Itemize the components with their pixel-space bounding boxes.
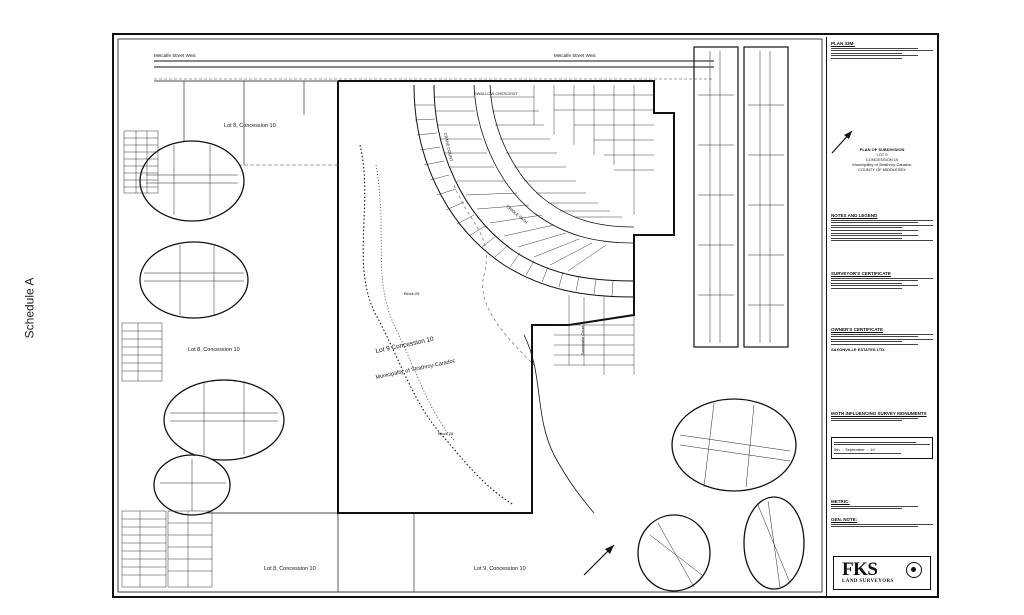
plan-title-section: PLAN OF SUBDIVISION LOT 9 CONCESSION 10 … (831, 147, 933, 172)
inset-strip-1 (693, 46, 739, 348)
label-lot9-main: Lot 9 Concession 10 (375, 336, 435, 355)
notes-heading: NOTES AND LEGEND (831, 213, 878, 218)
surveyors-cert-heading: SURVEYOR'S CERTIFICATE (831, 271, 891, 276)
label-municipality: Municipality of Strathroy-Caradoc (375, 358, 456, 381)
inset-strip-2 (743, 46, 789, 348)
label-metcalfe-left: Metcalfe Street West (154, 53, 196, 58)
detail-oval-1 (139, 140, 245, 222)
monuments-heading: MOTH INFLUENCING SURVEY MONUMENTS (831, 411, 927, 416)
label-swallow-crescent: SWALLOW CRESCENT (474, 91, 518, 96)
detail-oval-3 (163, 379, 285, 461)
bearing-table-lower (121, 510, 213, 588)
metric-heading: METRIC: (831, 499, 850, 504)
street-arc-outer (413, 84, 635, 298)
strip-details (698, 51, 784, 343)
inner-border (117, 38, 823, 593)
monuments-section: MOTH INFLUENCING SURVEY MONUMENTS (831, 411, 933, 423)
label-metcalfe-right: Metcalfe Street West (554, 53, 596, 58)
bearing-table-left (121, 322, 163, 382)
metric-section: METRIC: (831, 499, 933, 511)
plan-number: PLAN 33M- (831, 41, 855, 46)
tree-line-inner (375, 164, 455, 441)
street-arc-second (473, 84, 635, 244)
label-lot9-lower: Lot 9, Concession 10 (474, 566, 526, 572)
street-arc-inner (433, 84, 635, 282)
approval-date: 9th ... September ... 10 (834, 446, 875, 452)
detail-oval-2 (139, 241, 249, 319)
owners-cert-heading: OWNER'S CERTIFICATE (831, 327, 883, 332)
detail-oval-6 (637, 514, 711, 592)
plan-number-section: PLAN 33M- (831, 41, 933, 61)
tree-line (359, 144, 515, 506)
general-note-heading: GEN. NOTE: (831, 517, 858, 522)
detail-oval-5 (671, 398, 797, 492)
surveyors-cert-section: SURVEYOR'S CERTIFICATE (831, 271, 933, 291)
oval-details-right (649, 402, 791, 588)
street-arc-second-inner (489, 84, 635, 228)
seal-icon (906, 562, 922, 578)
label-crane-court: CRANE COURT (443, 132, 454, 162)
plan-municipality: Municipality of Strathroy-Caradoc (852, 162, 912, 167)
curve-table-upper (123, 130, 159, 194)
north-arrow-bottom (583, 544, 615, 576)
owner-name: SAXONVILLE ESTATES LTD. (831, 346, 886, 352)
plan-lot: LOT 9 (876, 152, 888, 157)
label-oriole-path: ORIOLE PATH (505, 204, 528, 225)
general-note-section: GEN. NOTE: (831, 517, 933, 529)
plan-county: COUNTY OF MIDDLESEX (858, 167, 906, 172)
lot-fabric-lower (554, 295, 635, 375)
oval-details (144, 145, 278, 511)
label-lot8-upper: Lot 8, Concession 10 (224, 123, 276, 129)
plan-drawing: Lot 8, Concession 10 Lot 8, Concession 1… (117, 38, 853, 593)
owners-cert-section: OWNER'S CERTIFICATE SAXONVILLE ESTATES L… (831, 327, 933, 352)
channel-line (523, 334, 595, 514)
label-lot8-mid: Lot 8, Concession 10 (188, 347, 240, 353)
schedule-side-label: Schedule A (14, 0, 44, 615)
logo-subtitle: LAND SURVEYORS (842, 579, 894, 584)
dashed-easement (453, 184, 535, 366)
plan-title: PLAN OF SUBDIVISION (859, 147, 905, 152)
plan-concession: CONCESSION 10 (865, 157, 899, 162)
survey-plan-sheet: Lot 8, Concession 10 Lot 8, Concession 1… (112, 33, 939, 598)
title-block: PLAN 33M- PLAN OF SUBDIVISION LOT 9 CONC… (826, 37, 937, 596)
surveyor-logo: FKS LAND SURVEYORS (833, 556, 931, 590)
label-block25: Block 25 (404, 291, 420, 296)
approval-section: 9th ... September ... 10 (831, 437, 933, 459)
north-arrow-top (831, 130, 853, 154)
schedule-label-text: Schedule A (22, 277, 36, 338)
logo-wordmark: FKS (842, 559, 878, 580)
label-lot8-lower: Lot 8, Concession 10 (264, 566, 316, 572)
label-saxonville-court: Saxonville Court (580, 325, 585, 355)
lot-fabric (414, 85, 654, 297)
notes-section: NOTES AND LEGEND (831, 213, 933, 243)
label-block26: Block 26 (438, 431, 454, 436)
